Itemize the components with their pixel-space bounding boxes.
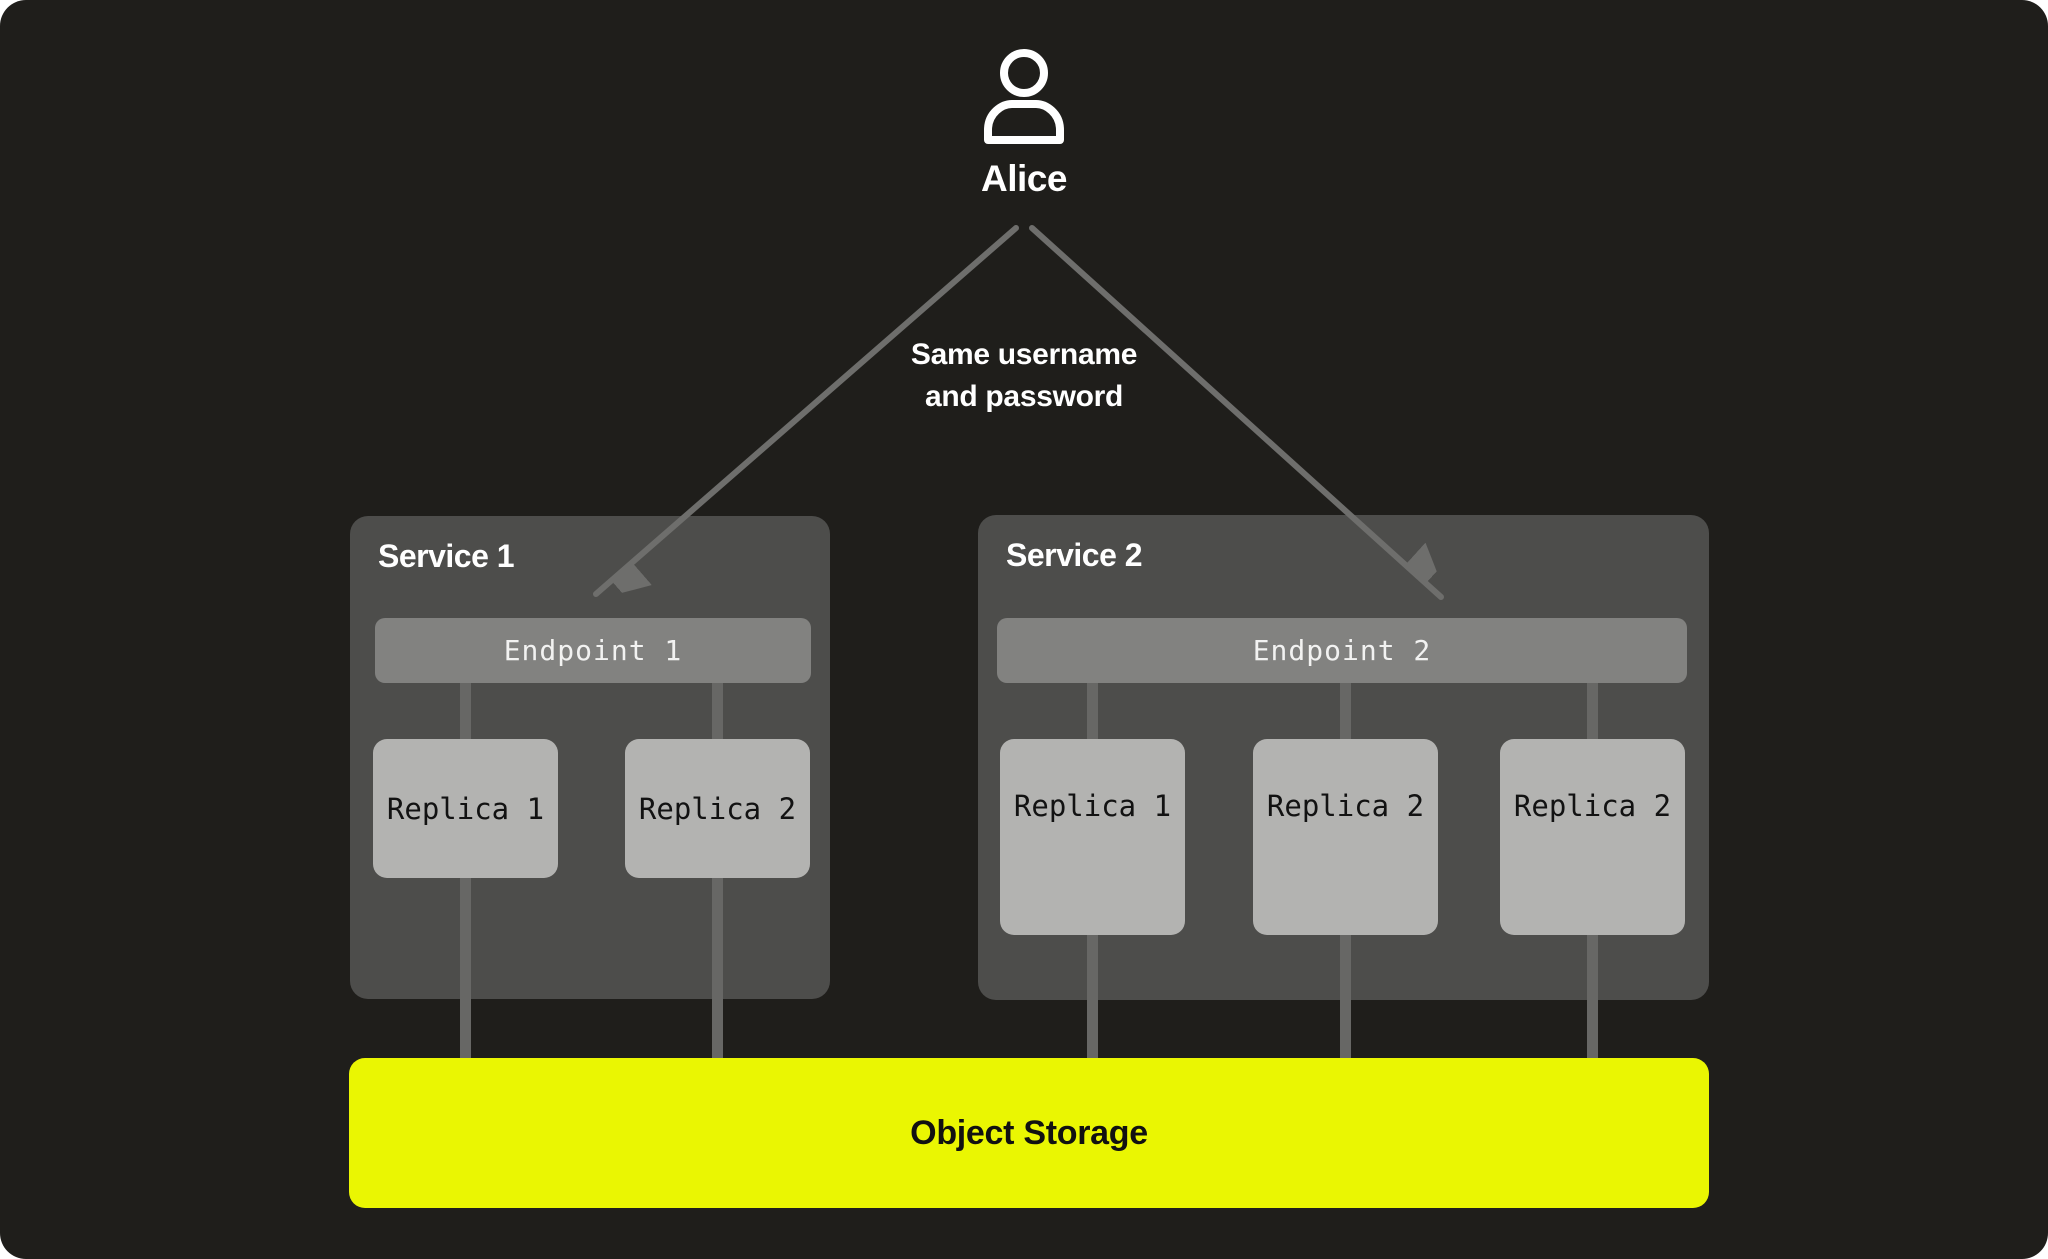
service-1-box: Service 1 Endpoint 1 Replica 1 Replica 2 xyxy=(350,516,830,1058)
person-icon xyxy=(984,49,1064,144)
service-2-box: Service 2 Endpoint 2 Replica 1 Replica 2… xyxy=(978,515,1709,1060)
user-group: Alice xyxy=(824,48,1224,200)
auth-note-line1: Same username xyxy=(910,338,1138,371)
service-1-endpoint: Endpoint 1 xyxy=(375,618,811,683)
service-1-title: Service 1 xyxy=(378,538,515,574)
service-1-replica-1: Replica 1 xyxy=(373,739,558,878)
service-2-endpoint: Endpoint 2 xyxy=(997,618,1687,683)
auth-note: Same username and password xyxy=(824,334,1224,418)
service-2-replica-3: Replica 2 xyxy=(1500,739,1685,935)
object-storage-bar: Object Storage xyxy=(349,1058,1709,1208)
object-storage-label: Object Storage xyxy=(910,1113,1148,1152)
service-1-replica-2: Replica 2 xyxy=(625,739,810,878)
auth-note-line2: and password xyxy=(924,380,1124,413)
service-2-title: Service 2 xyxy=(1006,537,1143,573)
service-2-replica-2: Replica 2 xyxy=(1253,739,1438,935)
service-2-replica-1: Replica 1 xyxy=(1000,739,1185,935)
user-name: Alice xyxy=(981,158,1067,199)
